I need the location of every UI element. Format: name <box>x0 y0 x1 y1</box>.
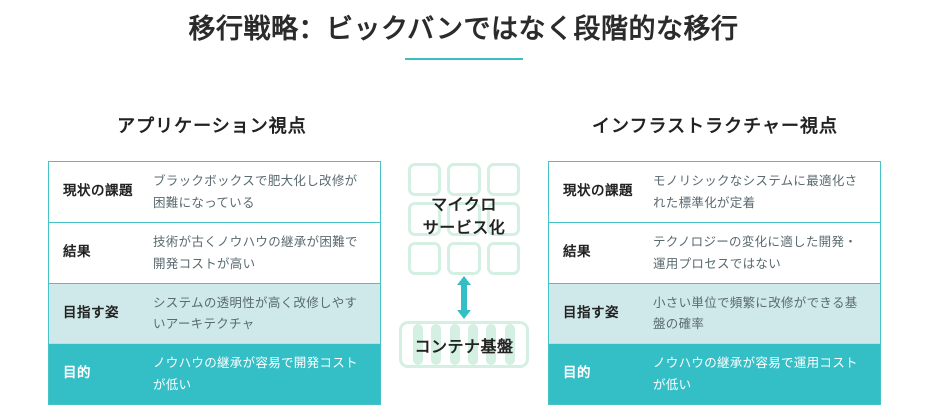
microservices-label-line2: サービス化 <box>422 218 506 238</box>
row-label: 目的 <box>563 365 591 382</box>
container-bar <box>504 324 515 365</box>
container-bars-decoration <box>402 324 526 365</box>
row-label: 目指す姿 <box>63 304 119 321</box>
row-text: ノウハウの継承が容易で開発コストが低い <box>153 355 358 393</box>
center-diagram: マイクロ サービス化 コンテナ基盤 <box>399 163 529 368</box>
row-text: 小さい単位で頻繁に改修ができる基盤の確率 <box>653 294 858 332</box>
grid-cell <box>408 202 442 236</box>
row-text: ノウハウの継承が容易で運用コストが低い <box>653 355 858 393</box>
row-text: テクノロジーの変化に適した開発・運用プロセスではない <box>653 233 858 271</box>
row-text: モノリシックなシステムに最適化された標準化が定着 <box>653 173 858 210</box>
container-bar <box>449 324 460 365</box>
container-bar <box>431 324 442 365</box>
row-label: 結果 <box>63 243 91 260</box>
grid-cell <box>447 241 481 275</box>
column-heading-application: アプリケーション視点 <box>117 116 307 137</box>
container-bar <box>468 324 479 365</box>
column-heading-infrastructure: インフラストラクチャー視点 <box>592 116 838 137</box>
container-platform-box: コンテナ基盤 <box>399 321 529 368</box>
container-bar <box>486 324 497 365</box>
container-bar <box>413 324 424 365</box>
table-row-highlighted: 目的 ノウハウの継承が容易で運用コストが低い <box>549 344 880 404</box>
table-row: 結果 技術が古くノウハウの継承が困難で開発コストが高い <box>49 223 380 284</box>
grid-cell <box>447 163 481 197</box>
grid-cell <box>486 163 520 197</box>
grid-cell <box>486 202 520 236</box>
table-application-perspective: 現状の課題 ブラックボックスで肥大化し改修が困難になっている 結果 技術が古くノ… <box>48 161 381 405</box>
microservices-grid-icon <box>408 163 520 275</box>
table-infrastructure-perspective: 現状の課題 モノリシックなシステムに最適化された標準化が定着 結果 テクノロジー… <box>548 161 881 405</box>
container-platform-label: コンテナ基盤 <box>414 336 514 356</box>
table-row: 現状の課題 モノリシックなシステムに最適化された標準化が定着 <box>549 162 880 223</box>
table-row: 現状の課題 ブラックボックスで肥大化し改修が困難になっている <box>49 162 380 223</box>
microservices-label-line1: マイクロ <box>431 195 497 214</box>
table-row: 目指す姿 小さい単位で頻繁に改修ができる基盤の確率 <box>549 283 880 345</box>
row-label: 目指す姿 <box>563 304 619 321</box>
title-underline-divider <box>404 58 523 61</box>
row-label: 現状の課題 <box>563 183 633 200</box>
table-row: 結果 テクノロジーの変化に適した開発・運用プロセスではない <box>549 223 880 284</box>
title-block: 移行戦略：ビックバンではなく段階的な移行 <box>0 12 927 61</box>
grid-cell <box>447 202 481 236</box>
row-text: ブラックボックスで肥大化し改修が困難になっている <box>153 173 358 210</box>
row-text: システムの透明性が高く改修しやすいアーキテクチャ <box>153 294 358 332</box>
row-label: 現状の課題 <box>63 183 133 200</box>
grid-cell <box>486 241 520 275</box>
grid-cell <box>408 241 442 275</box>
microservices-label: マイクロ サービス化 <box>399 193 529 239</box>
table-row: 目指す姿 システムの透明性が高く改修しやすいアーキテクチャ <box>49 283 380 345</box>
double-arrow-vertical-icon <box>457 276 471 319</box>
table-row-highlighted: 目的 ノウハウの継承が容易で開発コストが低い <box>49 344 380 404</box>
row-label: 結果 <box>563 243 591 260</box>
grid-cell <box>408 163 442 197</box>
page-title: 移行戦略：ビックバンではなく段階的な移行 <box>188 14 739 45</box>
row-text: 技術が古くノウハウの継承が困難で開発コストが高い <box>153 233 358 271</box>
row-label: 目的 <box>63 365 91 382</box>
